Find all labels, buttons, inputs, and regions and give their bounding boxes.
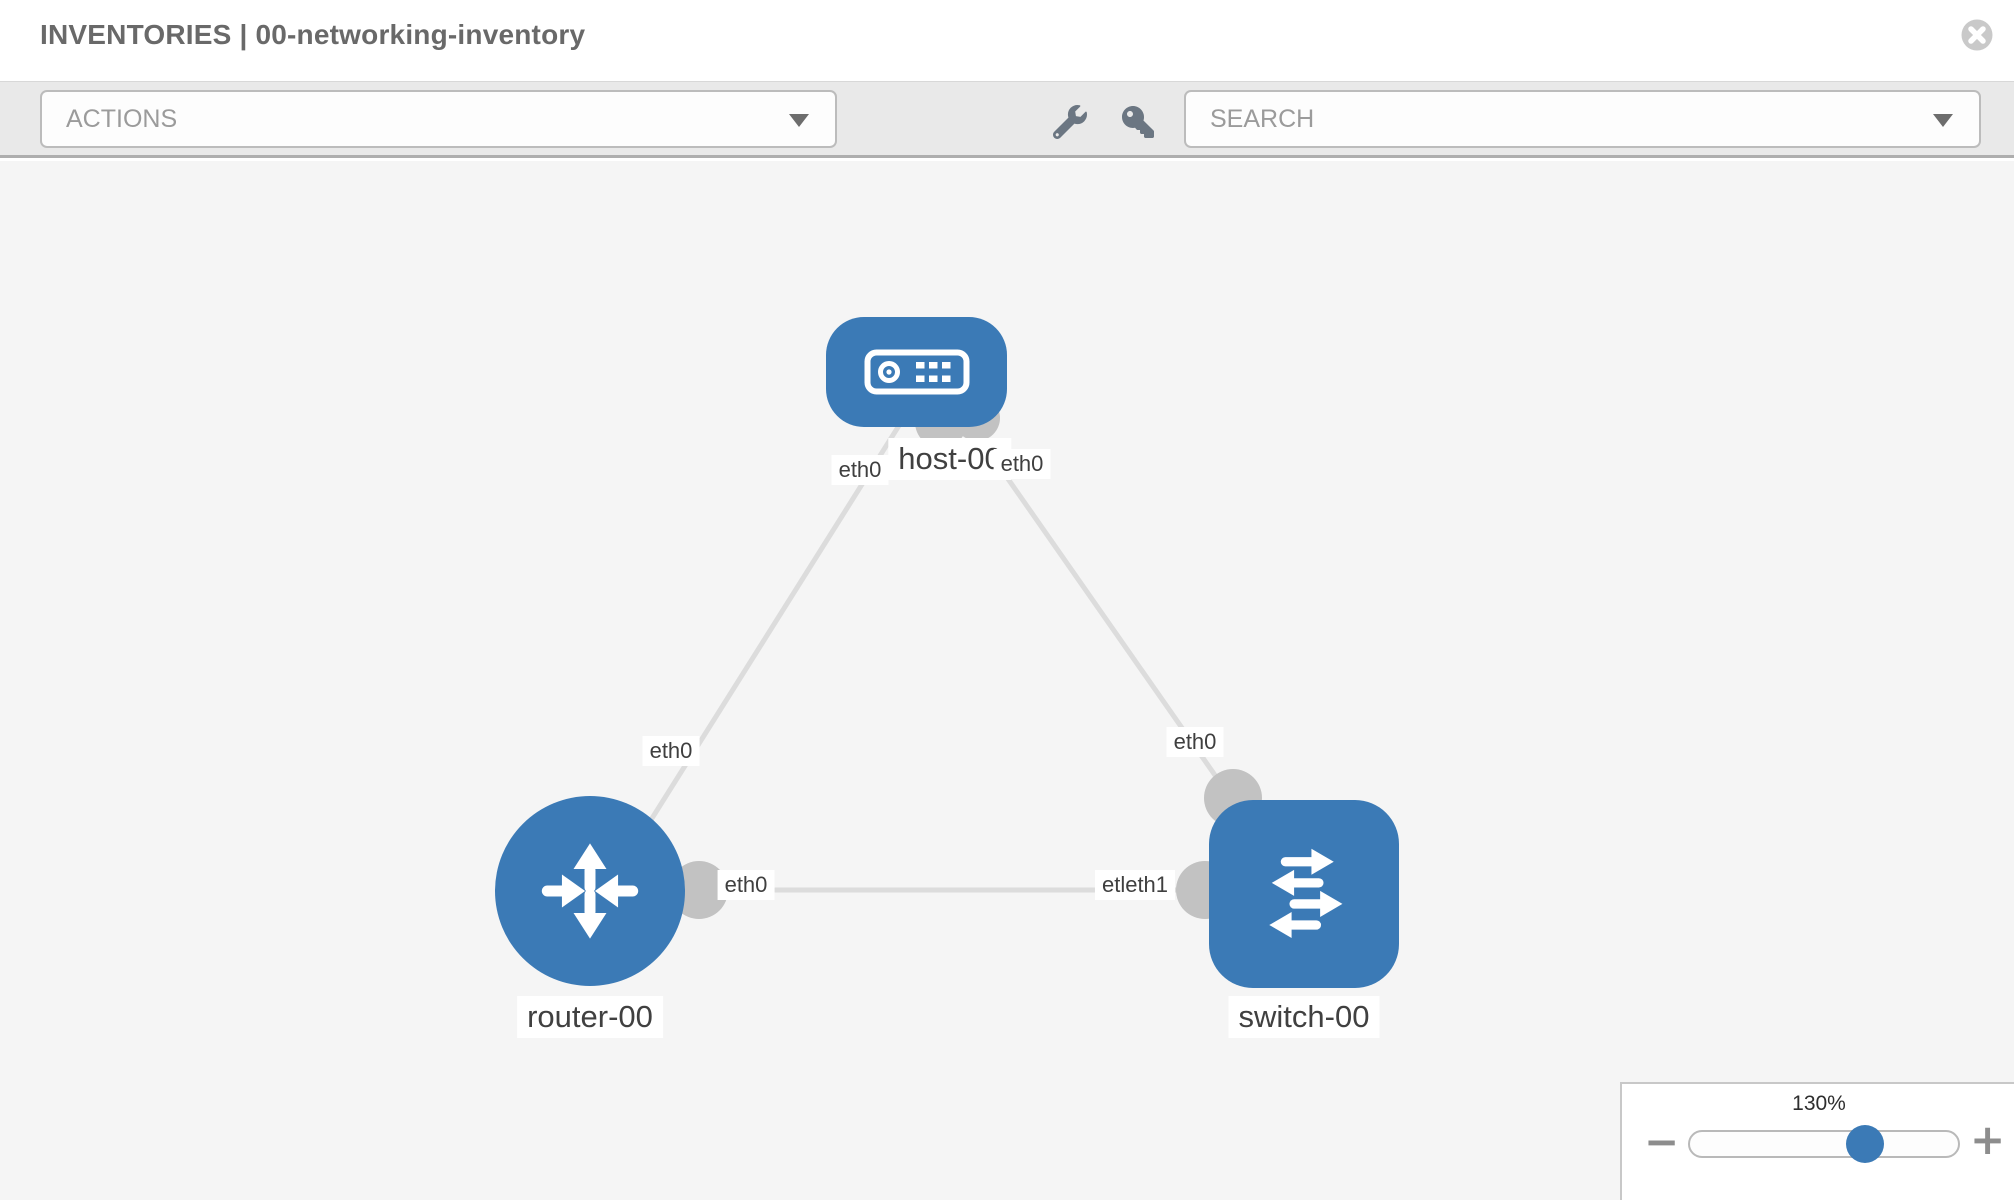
actions-dropdown-label: ACTIONS [66, 104, 178, 133]
zoom-level: 130% [1792, 1092, 1846, 1115]
close-button[interactable] [1960, 18, 1994, 52]
close-icon [1961, 19, 1993, 51]
node-switch-00[interactable] [1209, 800, 1399, 988]
header: INVENTORIES | 00-networking-inventory [0, 0, 2014, 81]
server-icon [864, 349, 969, 395]
zoom-panel: 130% − + [1620, 1082, 2014, 1200]
zoom-in-button[interactable]: + [1970, 1115, 2006, 1164]
chevron-down-icon [789, 114, 809, 127]
toolbar: ACTIONS SEARCH [0, 81, 2014, 158]
node-host-00[interactable] [826, 317, 1007, 427]
interface-label-router-top: eth0 [642, 736, 700, 766]
key-icon [1122, 106, 1154, 138]
port-circle [670, 861, 728, 919]
page-title: INVENTORIES | 00-networking-inventory [40, 19, 586, 50]
topology-canvas[interactable]: host-00 router-00 switch-00 eth0 eth0 et… [0, 161, 2014, 1200]
node-label-router-00: router-00 [517, 996, 663, 1038]
search-dropdown[interactable]: SEARCH [1184, 90, 1981, 148]
interface-label-switch-left: etleth1 [1094, 870, 1176, 900]
wrench-button[interactable] [1050, 102, 1090, 142]
node-router-00[interactable] [495, 796, 685, 986]
interface-label-router-right: eth0 [717, 870, 775, 900]
interface-label-host-right: eth0 [993, 449, 1051, 479]
actions-dropdown[interactable]: ACTIONS [40, 90, 837, 148]
topology-links-layer [597, 395, 1262, 919]
interface-label-switch-top: eth0 [1166, 727, 1224, 757]
wrench-icon [1053, 105, 1087, 139]
zoom-slider-thumb[interactable] [1846, 1125, 1884, 1163]
node-label-host-00: host-00 [888, 438, 1012, 480]
interface-label-host-left: eth0 [831, 455, 889, 485]
switch-icon [1269, 848, 1343, 939]
chevron-down-icon [1933, 114, 1953, 127]
router-icon [541, 843, 639, 939]
search-dropdown-label: SEARCH [1210, 104, 1315, 133]
key-button[interactable] [1118, 102, 1158, 142]
node-label-switch-00: switch-00 [1228, 996, 1380, 1038]
zoom-out-button[interactable]: − [1644, 1117, 1680, 1166]
zoom-slider-track[interactable] [1688, 1125, 1960, 1163]
